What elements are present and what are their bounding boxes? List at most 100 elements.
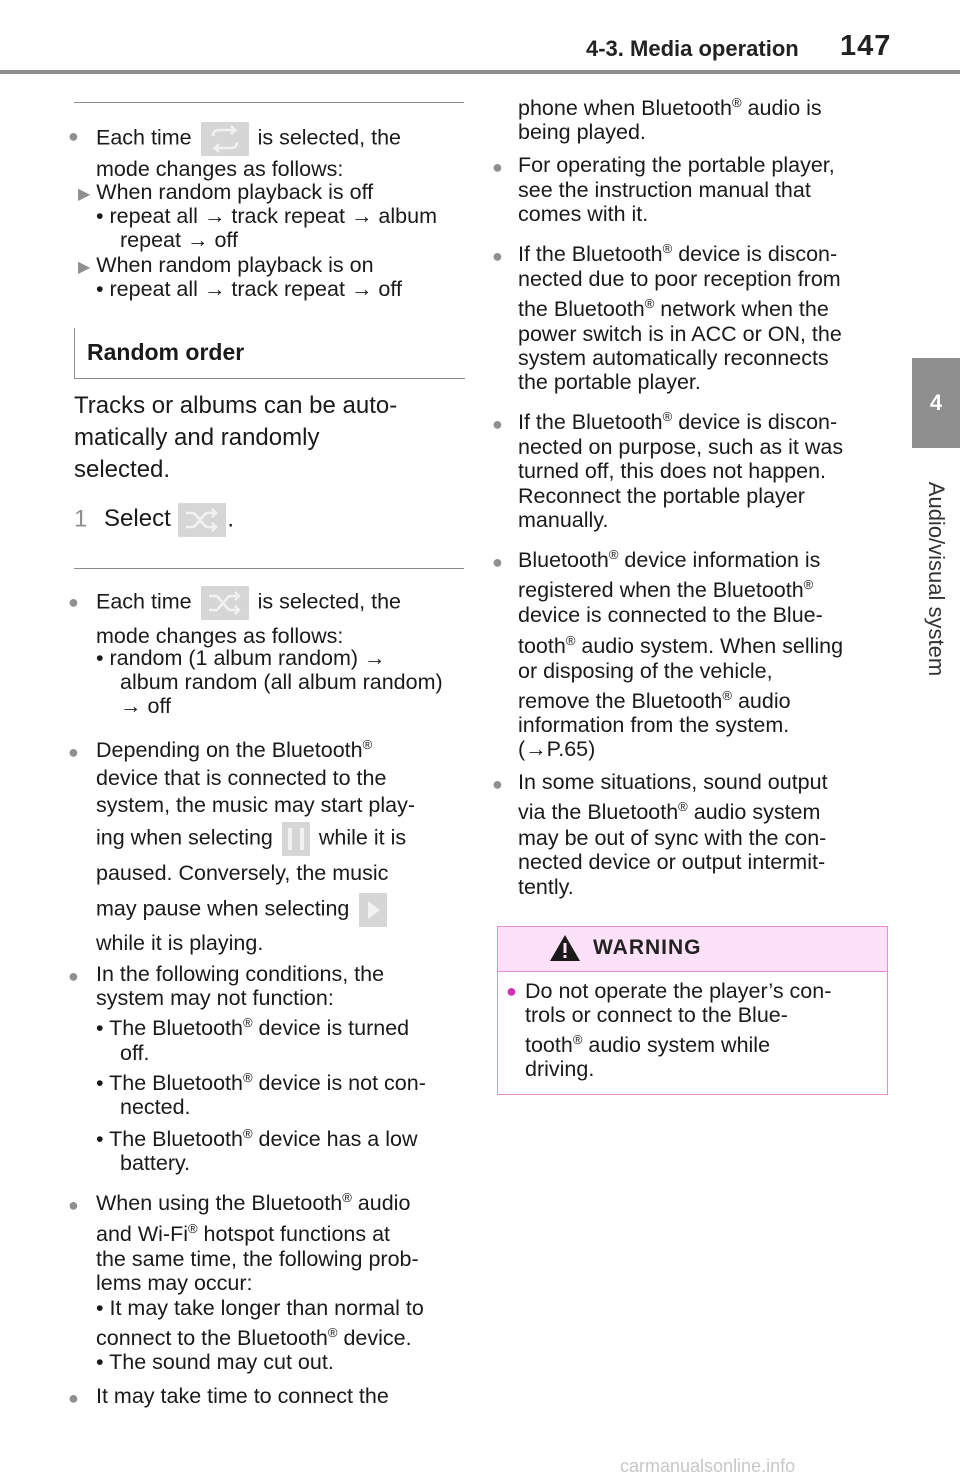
page-reference: P.65)	[546, 737, 596, 761]
text-line: Do not operate the player’s con-	[525, 979, 832, 1003]
registered-mark: ®	[242, 1014, 253, 1030]
text-line: may be out of sync with the con-	[518, 826, 827, 850]
triangle-right-icon: ▶	[78, 186, 91, 203]
text-line: see the instruction manual that	[518, 178, 811, 202]
arrow-icon: →	[120, 694, 142, 718]
text: network when the	[654, 297, 829, 321]
text-line: connect to the Bluetooth® device.	[96, 1326, 412, 1350]
text: audio system. When selling	[575, 634, 844, 658]
registered-mark: ®	[608, 546, 619, 562]
registered-mark: ®	[327, 1324, 338, 1340]
registered-mark: ®	[565, 632, 576, 648]
text: tooth	[518, 634, 566, 658]
text-line: tently.	[518, 875, 574, 899]
shuffle-icon	[178, 503, 227, 537]
text-line: system automatically reconnects	[518, 346, 829, 370]
warning-header: WARNING	[498, 927, 887, 972]
bullet-icon: ●	[492, 774, 503, 794]
text-line: tooth® audio system while	[525, 1033, 770, 1057]
repeat-icon	[200, 122, 249, 156]
text: connect to the Bluetooth	[96, 1326, 328, 1350]
text: tooth	[525, 1033, 573, 1057]
sub-heading: ▶ When random playback is on	[78, 253, 374, 280]
text-line: battery.	[120, 1151, 191, 1175]
text-line: and Wi-Fi® hotspot functions at	[96, 1222, 390, 1246]
text: and Wi-Fi	[96, 1222, 188, 1246]
text-line: In the following conditions, the	[96, 962, 385, 986]
shuffle-icon	[200, 586, 249, 620]
chapter-label: Audio/visual system	[914, 464, 958, 694]
text: When random playback is off	[96, 180, 374, 204]
text-line: nected device or output intermit-	[518, 850, 826, 874]
intro-line: Tracks or albums can be auto-	[74, 392, 398, 419]
text: When random playback is on	[96, 253, 374, 277]
arrow-icon: →	[203, 277, 226, 301]
registered-mark: ®	[678, 798, 688, 814]
text: device is not con-	[252, 1071, 426, 1095]
bullet-icon: ●	[492, 414, 503, 434]
text-line: ing when selecting while it is	[96, 822, 406, 856]
text: Depending on the Bluetooth	[96, 738, 363, 762]
text-line: • The Bluetooth® device is turned	[96, 1016, 409, 1040]
text-line: It may take time to connect the	[96, 1384, 389, 1408]
text: repeat	[120, 228, 181, 252]
bullet-icon: ●	[68, 966, 79, 986]
text: audio system while	[582, 1033, 771, 1057]
text-line: manually.	[518, 508, 609, 532]
text: device has a low	[252, 1127, 418, 1151]
bullet-icon: ●	[68, 592, 79, 612]
text: may pause when selecting	[96, 896, 350, 921]
text-line: tooth® audio system. When selling	[518, 634, 843, 658]
text: off	[378, 277, 402, 301]
section-title: 4-3. Media operation	[586, 36, 799, 61]
text: via the Bluetooth	[518, 800, 679, 824]
text-line: nected on purpose, such as it was	[518, 435, 844, 459]
text-line: nected due to poor reception from	[518, 267, 841, 291]
divider	[74, 102, 464, 103]
registered-mark: ®	[662, 240, 673, 256]
text-line: being played.	[518, 120, 646, 144]
text-line: • The Bluetooth® device has a low	[96, 1127, 418, 1151]
text-line: If the Bluetooth® device is discon-	[518, 410, 837, 434]
text-line: phone when Bluetooth® audio is	[518, 96, 822, 120]
bullet-icon: ●	[68, 1388, 79, 1408]
text-line: device that is connected to the	[96, 766, 387, 790]
text-line: device is connected to the Blue-	[518, 603, 823, 627]
text: the Bluetooth	[518, 297, 645, 321]
text-line: • repeat all → track repeat → album	[96, 204, 437, 228]
text-line: Reconnect the portable player	[518, 484, 805, 508]
text: If the Bluetooth	[518, 242, 663, 266]
text-line: If the Bluetooth® device is discon-	[518, 242, 837, 266]
text-line: power switch is in ACC or ON, the	[518, 322, 842, 346]
text: • The Bluetooth	[96, 1071, 243, 1095]
intro-line: matically and randomly	[74, 424, 320, 451]
chapter-number: 4	[929, 390, 943, 415]
registered-mark: ®	[662, 408, 673, 424]
text: album	[378, 204, 437, 228]
arrow-icon: →	[350, 277, 373, 301]
text: Bluetooth	[518, 548, 609, 572]
text-line: may pause when selecting	[96, 893, 388, 927]
registered-mark: ®	[187, 1220, 198, 1236]
text: audio	[351, 1191, 411, 1215]
registered-mark: ®	[242, 1125, 253, 1141]
step-period: .	[227, 505, 235, 533]
text-line: lems may occur:	[96, 1271, 253, 1295]
registered-mark: ®	[572, 1031, 583, 1047]
registered-mark: ®	[644, 295, 655, 311]
text: Each time	[96, 125, 192, 150]
text-line: the same time, the following prob-	[96, 1247, 419, 1271]
play-icon	[359, 893, 388, 927]
bullet-icon: ●	[492, 246, 503, 266]
arrow-icon: →	[364, 646, 386, 670]
text-line: paused. Conversely, the music	[96, 861, 389, 885]
text: phone when Bluetooth	[518, 96, 732, 120]
text-line: comes with it.	[518, 202, 649, 226]
triangle-right-icon: ▶	[78, 259, 91, 276]
text-line: system, the music may start play-	[96, 793, 415, 817]
text-line: • It may take longer than normal to	[96, 1296, 424, 1320]
text: device is turned	[252, 1016, 410, 1040]
bullet-icon: ●	[68, 126, 79, 146]
text-line: or disposing of the vehicle,	[518, 659, 773, 683]
arrow-icon: →	[186, 228, 209, 252]
